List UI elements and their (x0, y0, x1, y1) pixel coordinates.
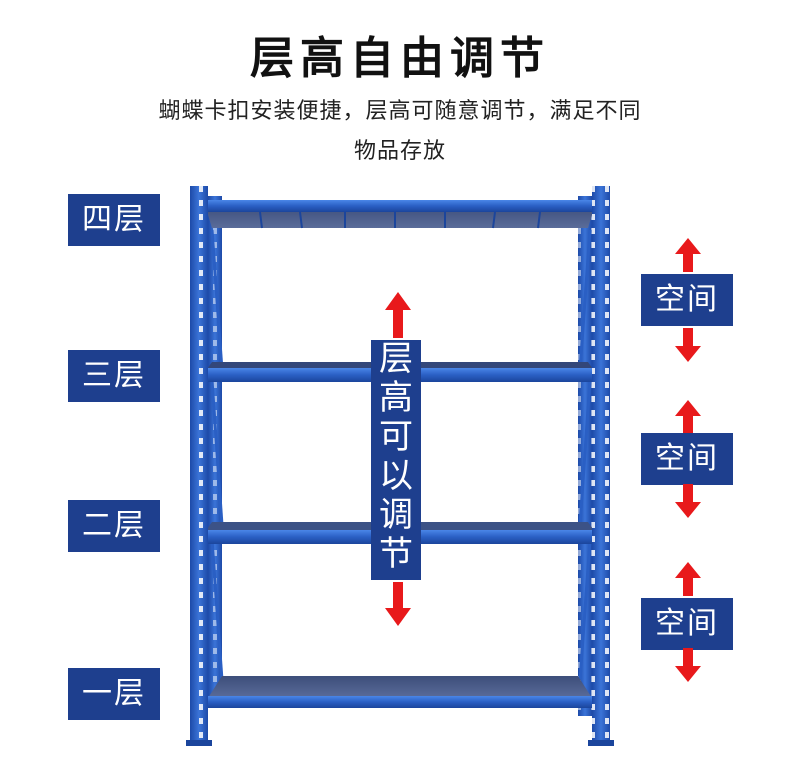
arrow-up-icon (385, 292, 411, 338)
level-label-3: 三层 (68, 350, 160, 402)
arrow-down-icon (385, 582, 411, 626)
space-2-arrow-up-icon (675, 400, 701, 434)
space-3-arrow-up-icon (675, 562, 701, 596)
adjust-char-4: 以 (379, 456, 413, 496)
level-label-1: 一层 (68, 668, 160, 720)
space-1-arrow-down-icon (675, 328, 701, 362)
adjust-char-3: 可 (379, 417, 413, 457)
subtitle-line-2: 物品存放 (353, 139, 446, 164)
space-2-arrow-down-icon (675, 484, 701, 518)
adjust-char-5: 调 (379, 495, 413, 535)
space-3-arrow-down-icon (675, 648, 701, 682)
adjust-char-6: 节 (379, 534, 413, 574)
space-label-3: 空间 (641, 598, 733, 650)
subtitle-line-1: 蝴蝶卡扣安装便捷，层高可随意调节，满足不同 (158, 99, 642, 124)
level-label-4: 四层 (68, 194, 160, 246)
space-1-arrow-up-icon (675, 238, 701, 272)
subtitle: 蝴蝶卡扣安装便捷，层高可随意调节，满足不同 物品存放 (100, 92, 700, 172)
space-label-2: 空间 (641, 433, 733, 485)
page-title: 层高自由调节 (250, 33, 550, 84)
space-label-1: 空间 (641, 274, 733, 326)
adjustable-height-label: 层 高 可 以 调 节 (371, 340, 421, 580)
adjust-char-1: 层 (379, 339, 413, 379)
adjust-char-2: 高 (379, 378, 413, 418)
level-label-2: 二层 (68, 500, 160, 552)
